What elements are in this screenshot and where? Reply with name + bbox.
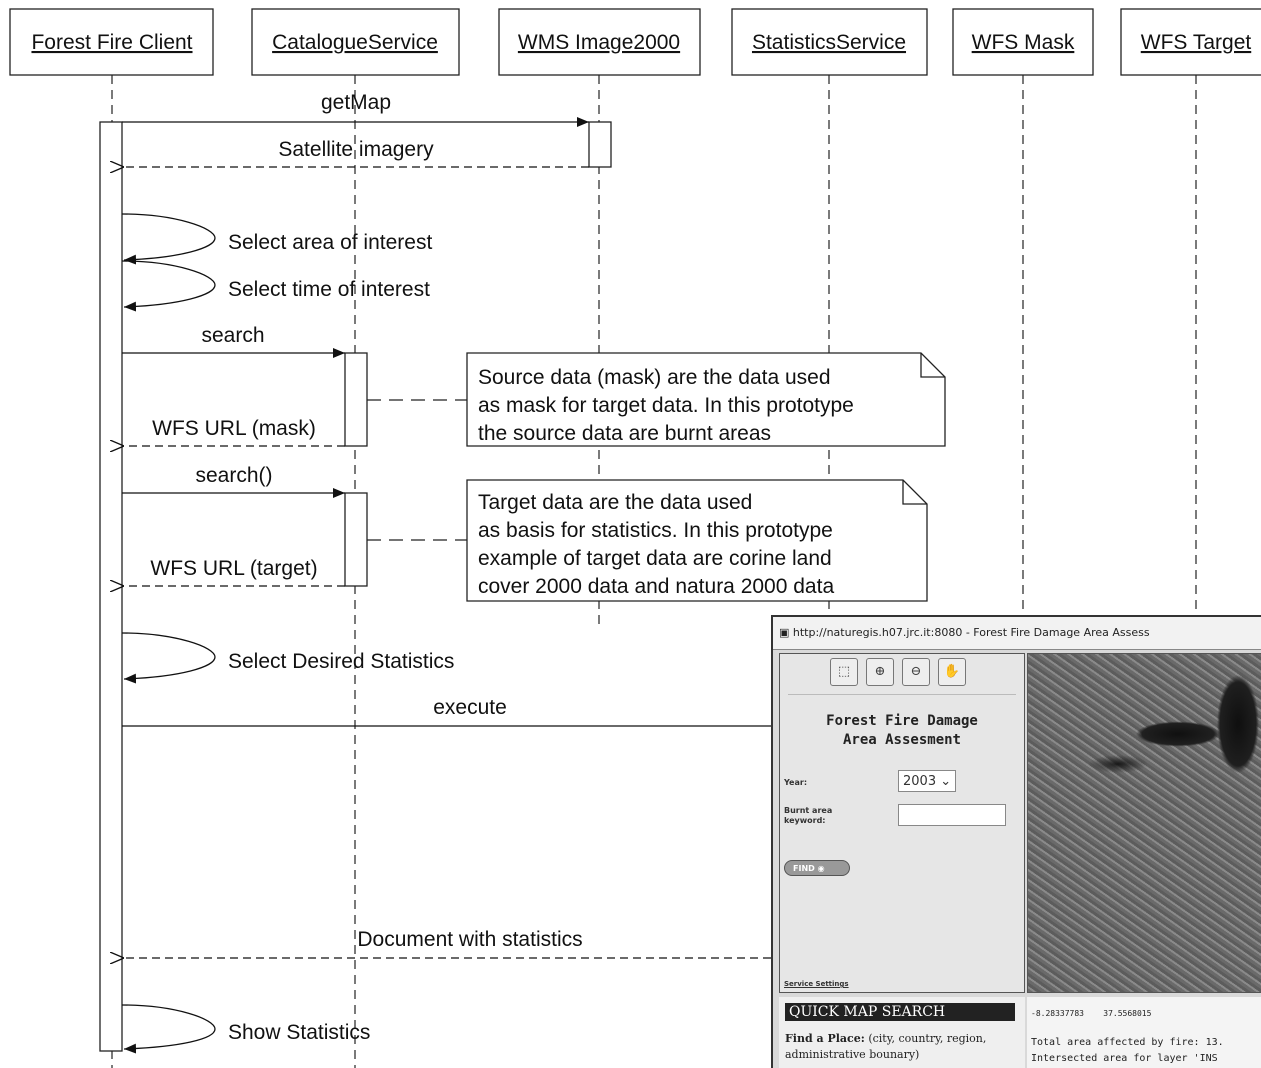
total-area-line: Total area affected by fire: 13. [1031,1037,1224,1048]
app-screenshot: ▣ http://naturegis.h07.jrc.it:8080 - For… [771,615,1261,1068]
lifeline-header-wfs-mask: WFS Mask [952,8,1094,76]
app-control-panel: ⬚ ⊕ ⊖ ✋ Forest Fire Damage Area Assesmen… [779,653,1025,993]
self-call-select-time [121,260,216,312]
lifeline-label-wfs-mask: WFS Mask [972,31,1075,54]
message-document-label: Document with statistics [357,928,582,951]
lifeline-header-wfs-target: WFS Target [1120,8,1261,76]
lifeline-label-client: Forest Fire Client [31,31,192,54]
note-target-line-3: example of target data are corine land [478,547,832,570]
note-mask-line-2: as mask for target data. In this prototy… [478,394,854,417]
year-label: Year: [784,778,808,787]
find-button-label: FIND [793,864,815,873]
lifeline-header-statistics: StatisticsService [731,8,928,76]
select-tool-icon[interactable]: ⬚ [830,658,858,686]
find-place-text: Find a Place: (city, country, region, ad… [785,1031,1021,1063]
burnt-area-label: Burnt area keyword: [784,806,833,825]
self-call-select-time-label: Select time of interest [228,278,430,301]
satellite-map[interactable] [1027,653,1261,993]
year-select[interactable]: 2003 ⌄ [898,770,956,792]
quick-map-search-title: QUICK MAP SEARCH [785,1003,1015,1021]
quick-map-search-panel: QUICK MAP SEARCH Find a Place: (city, co… [779,997,1025,1068]
activation-wms [588,121,612,168]
message-satellite-label: Satellite imagery [278,138,434,161]
statistics-output-panel: -8.28337783 37.5568015 Total area affect… [1027,997,1261,1068]
app-title: Forest Fire Damage Area Assesment [826,713,978,748]
service-settings-link[interactable]: Service Settings [784,980,849,988]
message-execute-label: execute [433,696,507,719]
statistics-text: Total area affected by fire: 13. Interse… [1031,1035,1224,1067]
lifeline-header-wms: WMS Image2000 [498,8,701,76]
lifeline-label-wfs-target: WFS Target [1141,31,1252,54]
note-mask-line-3: the source data are burnt areas [478,422,771,445]
pan-hand-icon[interactable]: ✋ [938,658,966,686]
lifeline-label-wms: WMS Image2000 [518,31,680,54]
note-target-line-1: Target data are the data used [478,491,752,514]
self-call-select-stats [121,632,216,684]
find-place-hint: (city, country, region, administrative b… [785,1032,987,1061]
map-toolbar: ⬚ ⊕ ⊖ ✋ [830,658,966,686]
note-target: Target data are the data used as basis f… [466,479,928,602]
self-call-show-stats-label: Show Statistics [228,1021,370,1044]
coord-x: -8.28337783 [1031,1009,1084,1018]
browser-title-text: http://naturegis.h07.jrc.it:8080 - Fores… [792,626,1150,639]
zoom-in-icon[interactable]: ⊕ [866,658,894,686]
browser-title-bar: ▣ http://naturegis.h07.jrc.it:8080 - For… [773,617,1261,650]
message-wfs-mask-label: WFS URL (mask) [152,417,316,440]
chevron-down-icon: ⌄ [940,774,952,789]
self-call-select-area [121,213,216,265]
activation-catalogue-1 [344,352,368,447]
lifeline-header-catalogue: CatalogueService [251,8,460,76]
note-target-line-2: as basis for statistics. In this prototy… [478,519,833,542]
self-call-select-stats-label: Select Desired Statistics [228,650,454,673]
message-search-call-label: search() [195,464,272,487]
intersected-area-line: Intersected area for layer 'INS [1031,1053,1218,1064]
browser-window-icon: ▣ [779,626,793,639]
coordinate-readout: -8.28337783 37.5568015 [1031,1009,1151,1018]
self-call-select-area-label: Select area of interest [228,231,432,254]
coord-y: 37.5568015 [1103,1009,1152,1018]
activation-client [99,121,123,1052]
note-target-line-4: cover 2000 data and natura 2000 data [478,575,834,598]
zoom-out-icon[interactable]: ⊖ [902,658,930,686]
year-value: 2003 [903,774,937,789]
message-wfs-target-label: WFS URL (target) [150,557,317,580]
message-getmap-label: getMap [321,91,391,114]
lifeline-header-client: Forest Fire Client [9,8,214,76]
burnt-area-input[interactable] [898,804,1006,826]
message-search-label: search [201,324,264,347]
note-mask-line-1: Source data (mask) are the data used [478,366,831,389]
self-call-show-stats [121,1004,216,1054]
lifeline-label-statistics: StatisticsService [752,31,906,54]
find-place-label: Find a Place: [785,1032,865,1045]
lifeline-label-catalogue: CatalogueService [272,31,438,54]
activation-catalogue-2 [344,492,368,587]
toolbar-divider [788,694,1016,695]
find-button[interactable]: FIND ◉ [784,860,850,876]
note-mask: Source data (mask) are the data used as … [466,352,946,447]
